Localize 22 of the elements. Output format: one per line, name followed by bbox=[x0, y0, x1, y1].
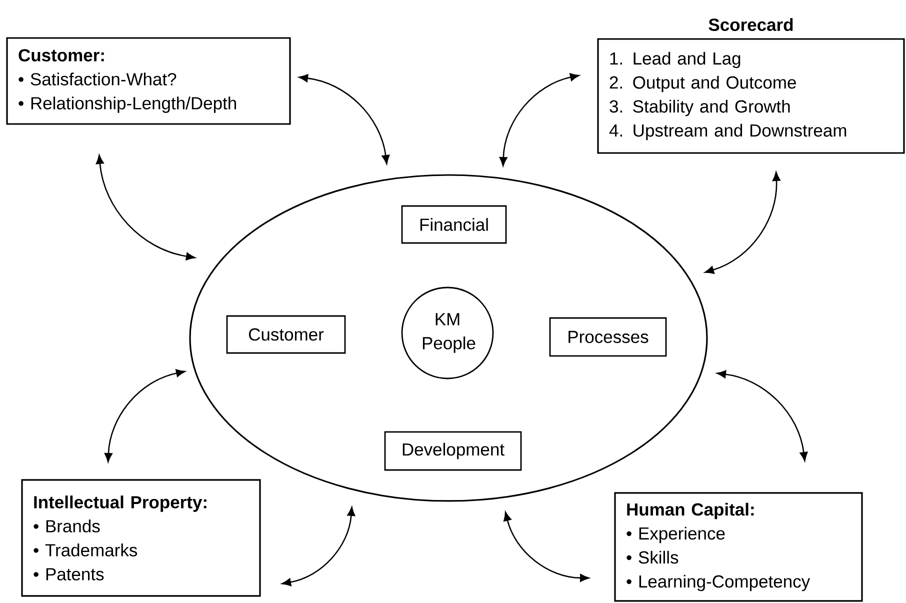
text-box: Human Capital: • Experience • Skills • Learning-Competency bbox=[614, 492, 863, 602]
label-box: Processes bbox=[549, 317, 667, 357]
text-box: 1. Lead and Lag 2. Output and Outcome 3. Stability and Growth 4. Upstream and Downstream bbox=[597, 38, 905, 154]
double-arrow bbox=[504, 512, 590, 582]
text-box: Customer: • Satisfaction-What? • Relationship-Length/Depth bbox=[6, 37, 291, 125]
double-arrow bbox=[499, 73, 580, 166]
box-heading: Scorecard bbox=[708, 18, 793, 31]
double-arrow bbox=[104, 369, 186, 462]
circle-node: KM People bbox=[401, 286, 494, 380]
double-arrow bbox=[716, 370, 808, 462]
node-label: 4. Upstream and Downstream bbox=[609, 124, 846, 140]
label-box: Development bbox=[384, 431, 522, 471]
double-arrow bbox=[282, 506, 356, 586]
text-box: Intellectual Property: • Brands • Trademarks • Patents bbox=[21, 479, 261, 597]
label-box: Customer bbox=[226, 315, 346, 354]
node-label: 1. Lead and Lag bbox=[610, 52, 740, 68]
double-arrow bbox=[298, 74, 390, 164]
node-label: 2. Output and Outcome bbox=[610, 76, 796, 92]
label-box: Financial bbox=[401, 205, 507, 244]
node-label: 3. Stability and Growth bbox=[610, 100, 790, 116]
double-arrow bbox=[96, 154, 196, 260]
double-arrow bbox=[704, 172, 780, 274]
